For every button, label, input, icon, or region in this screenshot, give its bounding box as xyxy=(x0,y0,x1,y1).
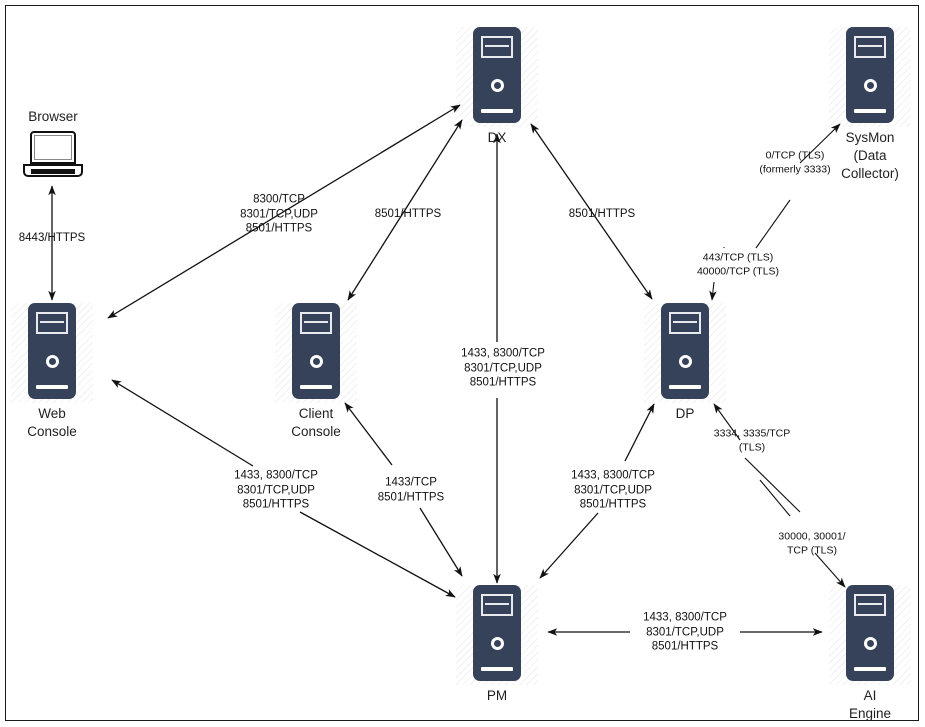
node-pm-label: PM xyxy=(486,688,508,703)
node-browser-label: Browser xyxy=(28,109,78,124)
edge-label-dx-dp: 8501/HTTPS xyxy=(568,207,636,220)
node-sysmon[interactable]: SysMon (Data Collector) xyxy=(829,27,911,183)
edge-clientconsole-dx xyxy=(347,119,463,301)
edge-label-pm-aiengine: 1433, 8300/TCP 8301/TCP,UDP 8501/HTTPS xyxy=(643,611,727,653)
edge-label-aiengine-dp: 3334, 3335/TCP (TLS) xyxy=(713,427,791,454)
edge-webconsole-pm-lower xyxy=(299,511,456,598)
node-dx-label: DX xyxy=(487,130,507,145)
edge-label-dx-pm: 1433, 8300/TCP 8301/TCP,UDP 8501/HTTPS xyxy=(461,347,545,389)
server-icon xyxy=(456,585,538,685)
edge-label-dp-sysmon: 0/TCP (TLS) (formerly 3333) xyxy=(759,149,831,176)
node-client-console-label: Client Console xyxy=(291,406,341,439)
server-icon xyxy=(644,303,726,403)
edge-label-clientconsole-pm: 1433/TCP 8501/HTTPS xyxy=(377,476,445,504)
edge-dp-pm xyxy=(624,403,655,462)
edge-label-webconsole-dx: 8300/TCP 8301/TCP,UDP 8501/HTTPS xyxy=(240,193,318,235)
edge-label-clientconsole-dx: 8501/HTTPS xyxy=(374,207,442,220)
edge-label-dp-pm: 1433, 8300/TCP 8301/TCP,UDP 8501/HTTPS xyxy=(571,469,655,511)
edge-sysmon-dp-lower xyxy=(709,281,717,301)
edge-aiengine-dp xyxy=(744,457,801,513)
node-pm[interactable]: PM xyxy=(456,585,538,705)
edge-dp-sysmon xyxy=(755,199,791,249)
edge-label-webconsole-pm: 1433, 8300/TCP 8301/TCP,UDP 8501/HTTPS xyxy=(234,469,318,511)
edge-dp-sysmon-upper xyxy=(799,123,841,164)
edge-aiengine-dp-upper xyxy=(713,403,741,441)
edge-label-browser-webconsole: 8443/HTTPS xyxy=(18,231,86,244)
server-icon xyxy=(11,303,93,403)
node-web-console[interactable]: Web Console xyxy=(11,303,93,441)
server-icon xyxy=(829,27,911,127)
node-web-console-label: Web Console xyxy=(27,406,77,439)
edge-label-dp-aiengine: 30000, 30001/ TCP (TLS) xyxy=(778,530,846,557)
edge-clientconsole-pm xyxy=(344,402,393,466)
node-client-console[interactable]: Client Console xyxy=(275,303,357,441)
node-sysmon-label: SysMon (Data Collector) xyxy=(841,130,899,181)
edge-dp-aiengine xyxy=(759,479,791,517)
edge-dp-aiengine-lower xyxy=(814,552,846,588)
node-ai-engine[interactable]: AI Engine xyxy=(829,585,911,723)
server-icon xyxy=(456,27,538,127)
edge-webconsole-pm xyxy=(111,379,254,467)
edge-dx-dp xyxy=(530,123,653,300)
server-icon xyxy=(829,585,911,685)
edge-clientconsole-pm-lower xyxy=(419,507,463,577)
edge-label-sysmon-dp: 443/TCP (TLS) 40000/TCP (TLS) xyxy=(696,251,780,278)
node-dx[interactable]: DX xyxy=(456,27,538,147)
node-dp-label: DP xyxy=(675,406,695,421)
node-dp[interactable]: DP xyxy=(644,303,726,423)
node-browser[interactable]: Browser xyxy=(22,108,84,181)
node-ai-engine-label: AI Engine xyxy=(848,688,892,721)
laptop-icon xyxy=(23,131,83,181)
edge-dp-pm-lower xyxy=(539,512,599,579)
server-icon xyxy=(275,303,357,403)
